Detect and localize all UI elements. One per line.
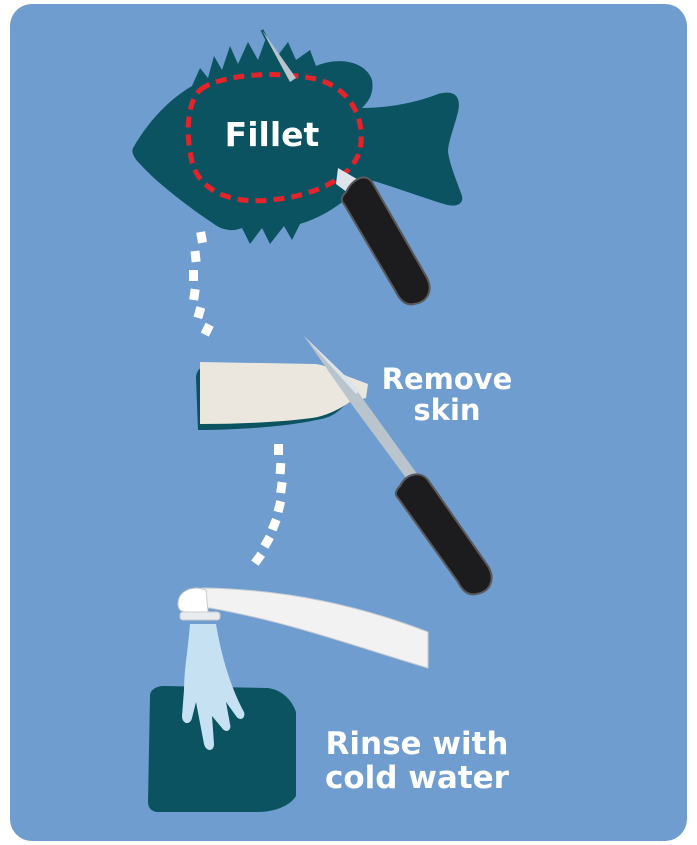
rinse-label-line2: cold water	[318, 761, 516, 795]
illustration	[10, 4, 687, 841]
fillet-label: Fillet	[222, 118, 322, 151]
step-label-rinse: Rinse with cold water	[318, 727, 516, 795]
step-label-remove-skin: Remove skin	[372, 364, 522, 426]
step-label-fillet: Fillet	[222, 118, 322, 151]
rinse-label-line1: Rinse with	[318, 727, 516, 761]
remove-skin-label-line1: Remove	[372, 364, 522, 395]
remove-skin-label-line2: skin	[372, 395, 522, 426]
instruction-panel: Fillet Remove skin Rinse with cold water	[10, 4, 687, 841]
